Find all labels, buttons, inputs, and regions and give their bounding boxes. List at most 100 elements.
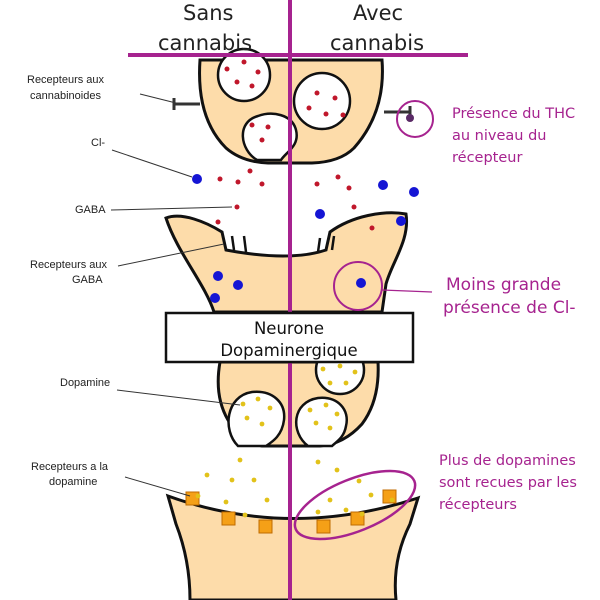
dopamine-molecule	[323, 402, 329, 408]
dopamine-molecule	[264, 497, 270, 503]
neuron-label-line2: Dopaminergique	[220, 341, 357, 360]
gaba-molecule	[235, 179, 241, 185]
dopamine-molecule	[315, 509, 321, 515]
header-left-line2: cannabis	[158, 31, 252, 55]
dopamine-molecule	[356, 478, 362, 484]
neuron-label-line1: Neurone	[254, 319, 324, 338]
annotation-chloride-line1: Moins grande	[446, 275, 561, 295]
label-chloride: Cl-	[91, 137, 105, 149]
gaba-molecule	[369, 225, 375, 231]
neuron-label-box	[164, 311, 415, 364]
dopamine-highlight-ellipse	[293, 469, 417, 541]
dopamine-molecule	[334, 467, 340, 473]
leader-dopamine	[116, 389, 241, 406]
chloride-ion	[192, 174, 202, 184]
dopamine-molecule	[313, 420, 319, 426]
header-right-line1: Avec	[353, 1, 403, 25]
dopamine-molecule	[327, 425, 333, 431]
leader-cannabinoid	[139, 93, 177, 104]
dopamine-molecule	[327, 380, 333, 386]
leader-chloride	[111, 149, 193, 178]
cannabinoid-receptor-left	[172, 98, 200, 110]
chloride-ion	[213, 271, 223, 281]
label-dopamine-receptor-line1: Recepteurs a la	[31, 461, 109, 473]
gaba-molecule	[335, 174, 341, 180]
chloride-ion	[396, 216, 406, 226]
dopamine-receptor	[316, 519, 331, 534]
dopamine-molecule	[229, 477, 235, 483]
annotation-dopamine-line1: Plus de dopamines	[439, 453, 576, 469]
dopamine-molecule	[251, 477, 257, 483]
dopamine-molecule	[255, 396, 261, 402]
label-gaba-receptor-line1: Recepteurs aux	[30, 259, 108, 271]
dopamine-molecule	[368, 492, 374, 498]
dopamine-releasing-vesicle-right	[294, 396, 349, 448]
gaba-molecule	[332, 95, 338, 101]
gaba-molecule	[314, 181, 320, 187]
gaba-molecule	[351, 204, 357, 210]
label-dopamine-receptor-line2: dopamine	[49, 476, 97, 488]
dopamine-molecule	[389, 497, 395, 503]
dopamine-molecule	[237, 457, 243, 463]
dopamine-molecule	[315, 459, 321, 465]
leader-gaba-receptor	[117, 243, 225, 267]
dopamine-molecule	[244, 415, 250, 421]
gaba-molecule	[215, 219, 221, 225]
gaba-molecule	[259, 137, 265, 143]
chloride-ion	[233, 280, 243, 290]
gaba-molecules	[215, 59, 375, 231]
gaba-molecule	[234, 79, 240, 85]
annotation-thc-line1: Présence du THC	[452, 106, 575, 122]
gaba-molecule	[306, 105, 312, 111]
dopamine-molecule	[343, 507, 349, 513]
gaba-molecule	[247, 168, 253, 174]
gaba-molecule	[340, 112, 346, 118]
dopamine-molecule	[267, 405, 273, 411]
leader-chloride-annotation	[381, 289, 433, 293]
gaba-receptor-notch-2	[316, 235, 336, 253]
label-cannabinoid-line2: cannabinoides	[30, 90, 101, 102]
gaba-molecule	[224, 66, 230, 72]
gaba-molecule	[249, 122, 255, 128]
chloride-ion	[356, 278, 366, 288]
gaba-molecule	[323, 111, 329, 117]
dopamine-molecule	[242, 512, 248, 518]
label-gaba-receptor-line2: GABA	[72, 274, 103, 286]
gaba-molecule	[234, 204, 240, 210]
annotation-dopamine-line3: récepteurs	[439, 497, 517, 513]
chloride-ion	[409, 187, 419, 197]
gaba-molecule	[241, 59, 247, 65]
gaba-molecule	[255, 69, 261, 75]
annotation-dopamine-line2: sont recues par les	[439, 475, 577, 491]
gaba-vesicle-right	[292, 71, 352, 131]
chloride-ion	[378, 180, 388, 190]
dopamine-postsynaptic-neuron	[165, 493, 421, 600]
gaba-molecule	[265, 124, 271, 130]
gaba-molecule	[346, 185, 352, 191]
gaba-postsynaptic-neuron	[164, 211, 409, 314]
chloride-ions	[192, 174, 419, 303]
gaba-molecule	[249, 83, 255, 89]
dopamine-molecule	[337, 363, 343, 369]
chloride-highlight-circle	[333, 261, 383, 311]
dopamine-molecule	[334, 411, 340, 417]
dopamine-molecule	[320, 366, 326, 372]
header-right-line2: cannabis	[330, 31, 424, 55]
label-dopamine: Dopamine	[60, 377, 110, 389]
annotation-thc-line2: au niveau du	[452, 128, 546, 144]
annotation-thc-line3: récepteur	[452, 150, 522, 166]
dopamine-molecule	[204, 472, 210, 478]
dopamine-receptor	[258, 519, 273, 534]
dopamine-molecule	[223, 499, 229, 505]
dopamine-molecules	[195, 363, 395, 518]
dopamine-molecule	[327, 497, 333, 503]
dopamine-molecule	[307, 407, 313, 413]
label-cannabinoid-line1: Recepteurs aux	[27, 74, 105, 86]
dopamine-receptor	[221, 511, 236, 526]
dopamine-molecule	[259, 421, 265, 427]
chloride-ion	[210, 293, 220, 303]
header-left-line1: Sans	[183, 1, 233, 25]
gaba-vesicle-left	[216, 47, 272, 103]
